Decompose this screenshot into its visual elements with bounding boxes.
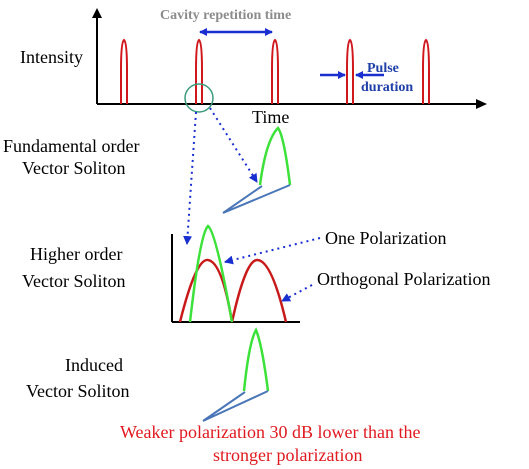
pulse (195, 38, 203, 104)
duration-label: duration (361, 80, 413, 95)
induced-blue-line (202, 390, 269, 422)
note-line1: Weaker polarization 30 dB lower than the (120, 422, 420, 442)
induced-green-pulse (242, 327, 270, 392)
pulse (120, 38, 128, 104)
pulse-train (120, 38, 430, 104)
intensity-axis-arrowhead (92, 8, 102, 18)
induced-label-line1: Induced (65, 355, 123, 375)
cavity-repetition-time-label: Cavity repetition time (160, 8, 291, 23)
note-line2: stronger polarization (213, 445, 362, 465)
dotted-pointer-orthogonal-polarization (281, 284, 313, 302)
higher-label-line2: Vector Soliton (22, 271, 126, 291)
pulse-label: Pulse (367, 61, 399, 76)
dotted-pointer-to-higher (183, 111, 197, 245)
one-polarization-label: One Polarization (325, 228, 446, 248)
time-label: Time (252, 107, 289, 127)
intensity-label: Intensity (20, 47, 83, 67)
dotted-pointer-to-fundamental (209, 107, 258, 183)
time-axis-arrowhead (476, 99, 487, 109)
pulse (271, 38, 279, 104)
fundamental-blue-line (222, 184, 291, 214)
induced-label-line2: Vector Soliton (26, 381, 130, 401)
higher-label-line1: Higher order (30, 244, 122, 264)
fundamental-label-line1: Fundamental order (3, 136, 139, 156)
pulse (346, 38, 354, 104)
dotted-pointer-one-polarization (224, 237, 321, 265)
fundamental-label-line2: Vector Soliton (22, 158, 126, 178)
orthogonal-polarization-label: Orthogonal Polarization (317, 269, 490, 289)
highlight-circle (184, 83, 214, 113)
fundamental-green-pulse (258, 126, 292, 186)
one-polarization-curve (188, 224, 234, 323)
pulse (422, 38, 430, 104)
